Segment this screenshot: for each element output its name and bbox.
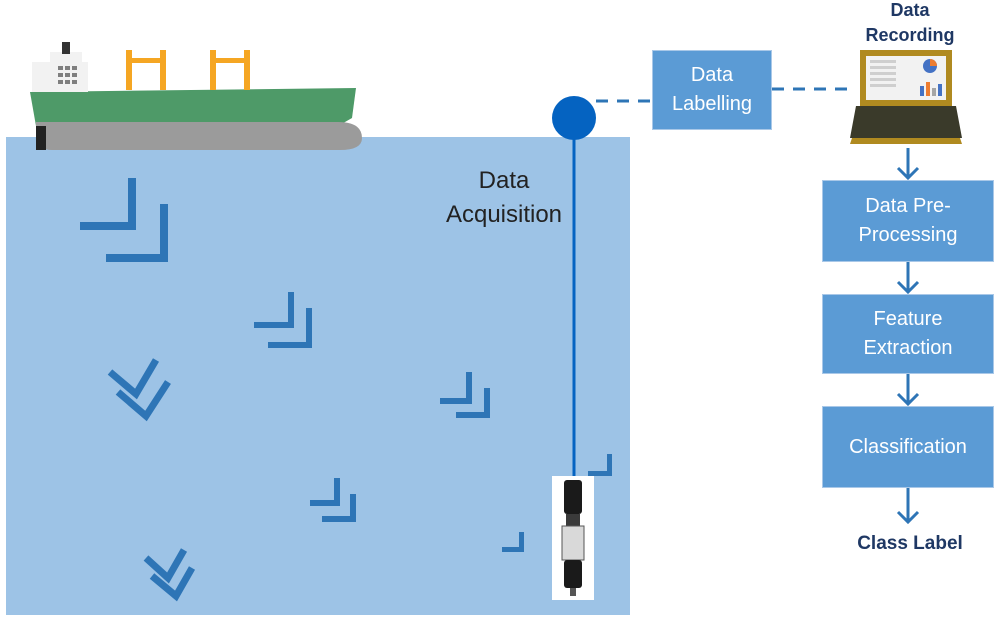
sound-wave-icons [80, 178, 612, 552]
feature-extraction-box: Feature Extraction [822, 294, 994, 374]
hydrophone-icon [552, 476, 594, 600]
data-labelling-box: Data Labelling [652, 50, 772, 130]
data-recording-label: Data Recording [865, 0, 955, 45]
laptop-icon [850, 50, 962, 144]
data-preprocessing-box: Data Pre- Processing [822, 180, 994, 262]
classification-box: Classification [822, 406, 994, 488]
class-label-output: Class Label [857, 533, 963, 554]
buoy-icon [552, 96, 596, 140]
pipeline-arrows [896, 148, 920, 525]
ship-icon [30, 42, 362, 150]
sound-wave-v-icons [107, 358, 196, 602]
data-acquisition-label: Data Acquisition [445, 167, 563, 228]
